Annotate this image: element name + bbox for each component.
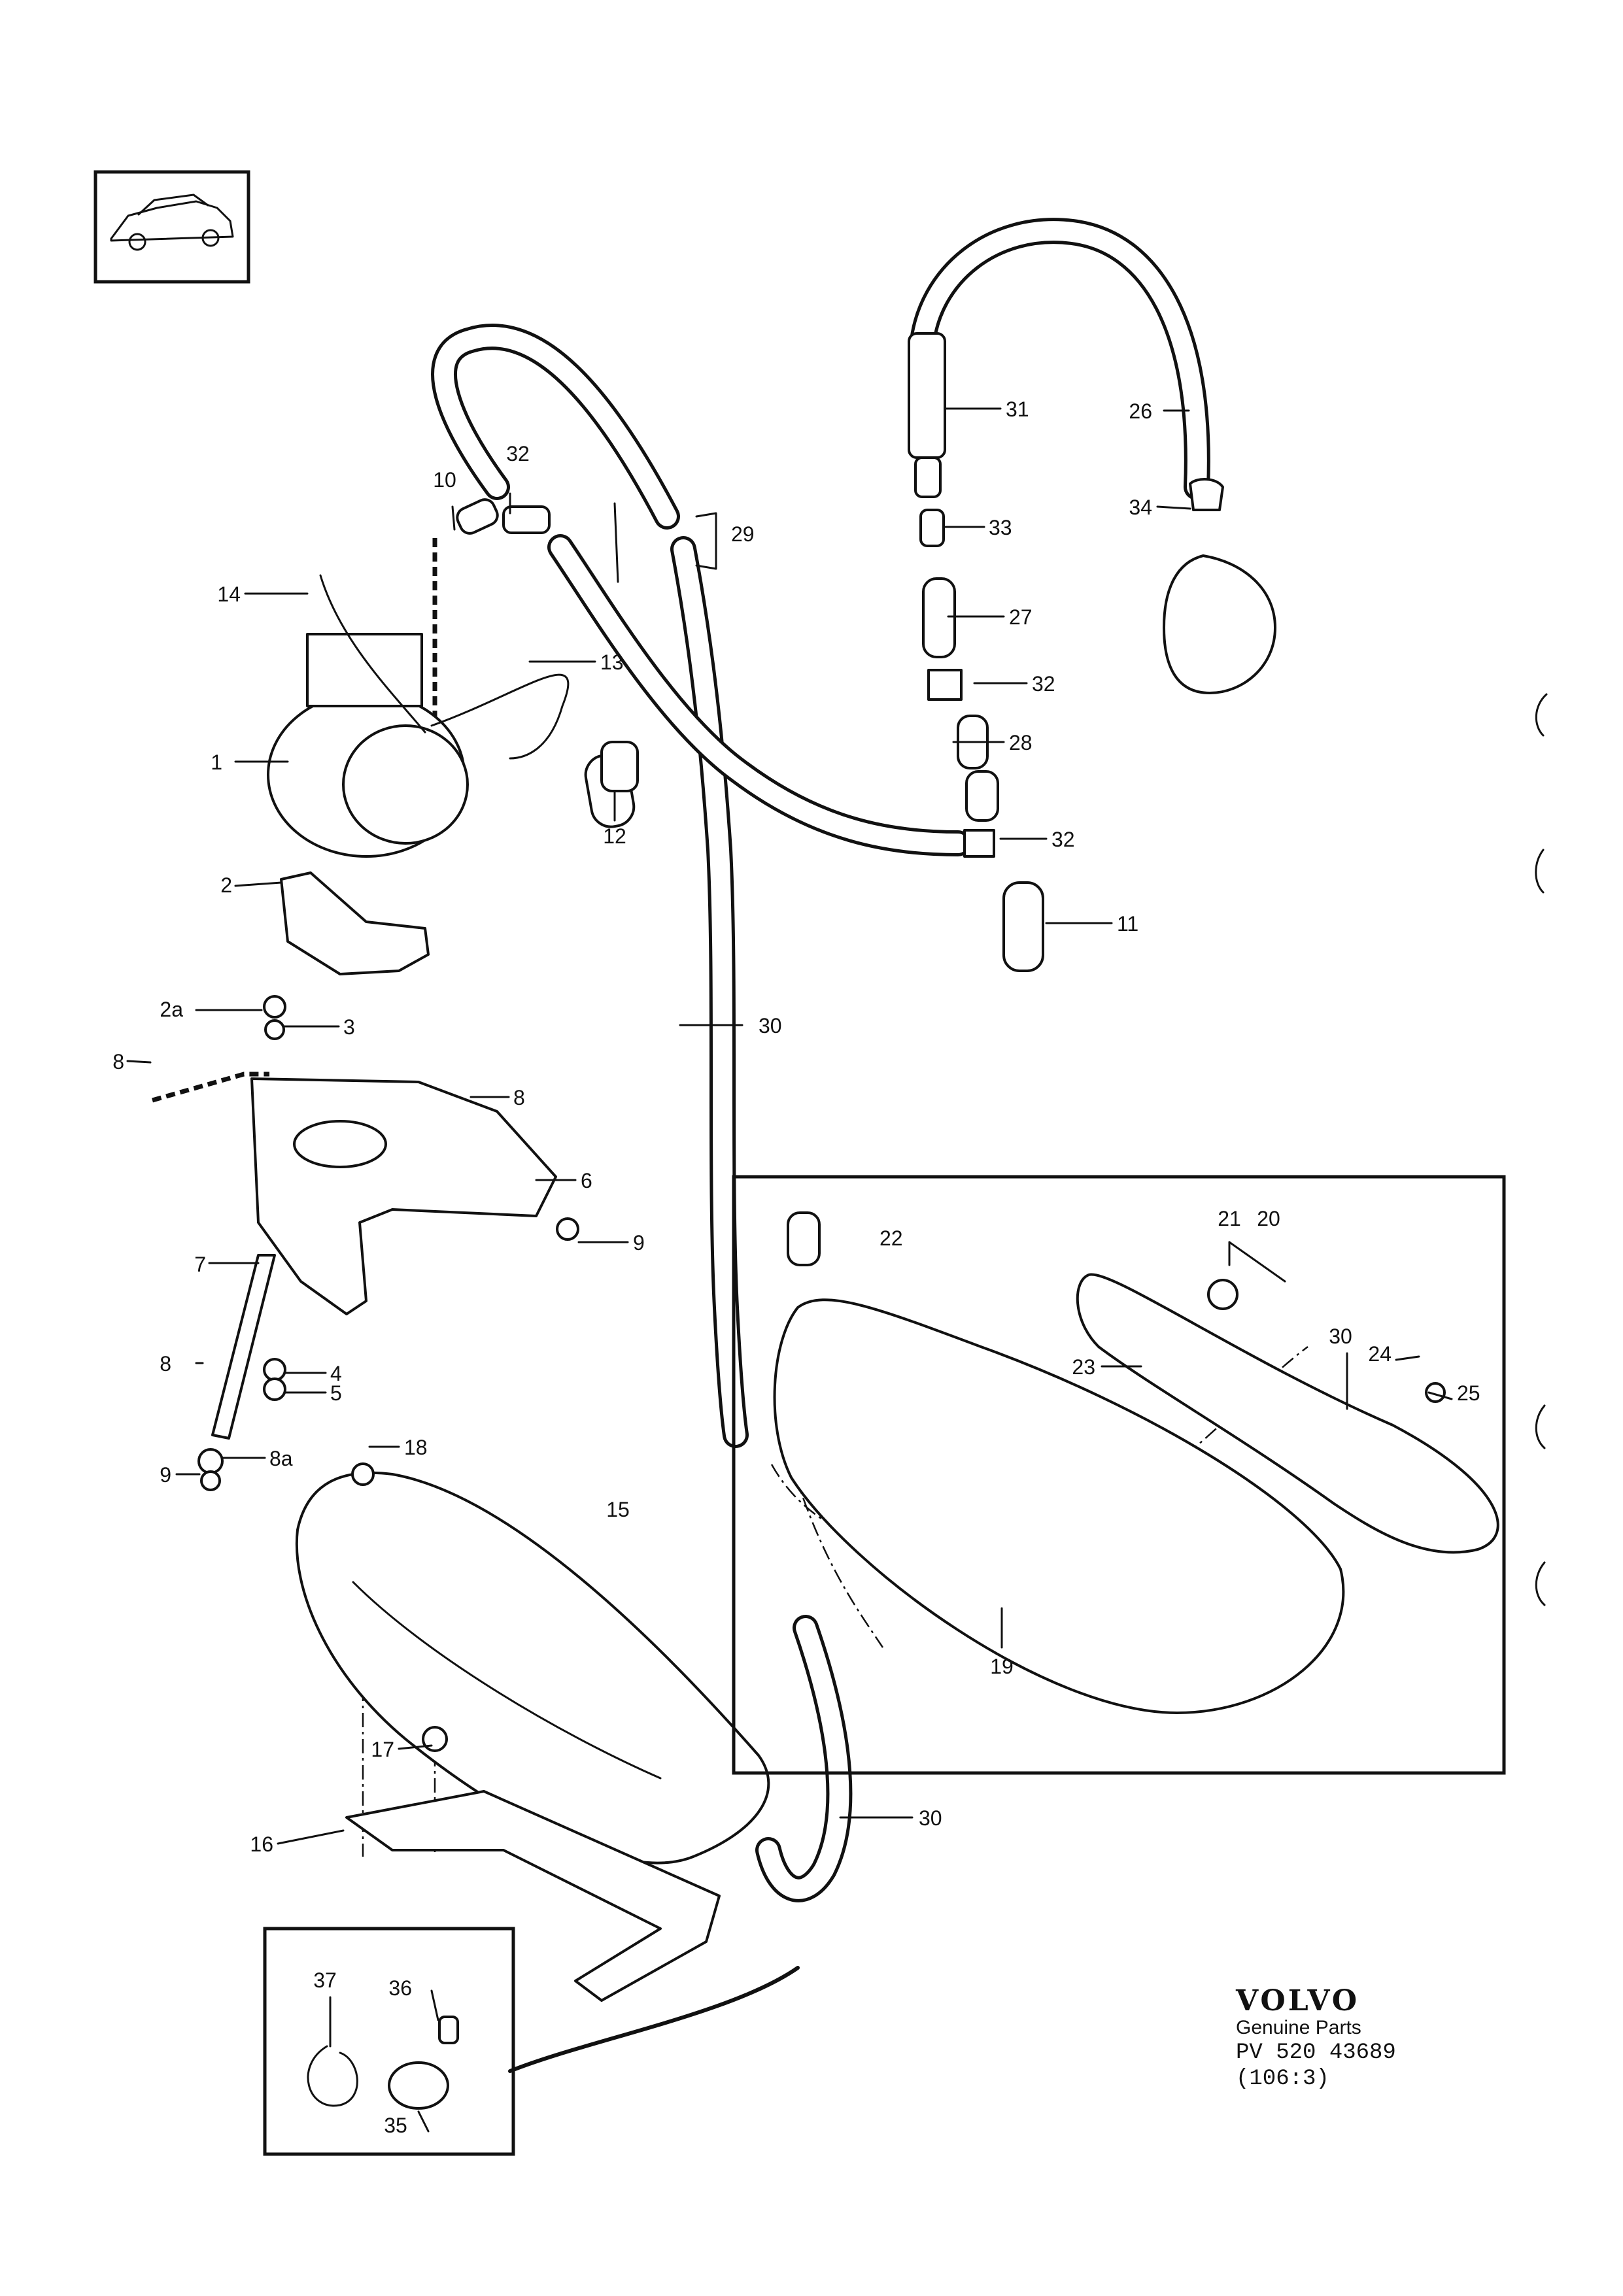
callout-10: 10 bbox=[433, 468, 456, 492]
callout-22: 22 bbox=[880, 1226, 903, 1250]
callout-17: 17 bbox=[371, 1738, 394, 1761]
brand-subtitle: Genuine Parts bbox=[1236, 2017, 1361, 2038]
callout-20: 20 bbox=[1257, 1207, 1280, 1230]
callout-32-mid: 32 bbox=[1032, 672, 1055, 696]
callout-16: 16 bbox=[250, 1832, 273, 1856]
callout-32-lower: 32 bbox=[1051, 828, 1075, 851]
callout-2a: 2a bbox=[160, 998, 183, 1021]
callout-3: 3 bbox=[343, 1015, 355, 1039]
callout-labels: 1 2 2a 3 4 5 6 7 8 8 8 8a 9 9 10 11 12 1… bbox=[112, 397, 1480, 2137]
callout-8-top: 8 bbox=[112, 1050, 124, 1073]
callout-2: 2 bbox=[220, 873, 232, 897]
clip-inset bbox=[263, 1927, 515, 2156]
callout-8a: 8a bbox=[269, 1447, 293, 1470]
callout-31: 31 bbox=[1006, 397, 1029, 421]
callout-30-inset: 30 bbox=[1329, 1325, 1352, 1348]
callout-12: 12 bbox=[603, 824, 626, 848]
lower-tank bbox=[295, 1462, 770, 2002]
callout-36: 36 bbox=[388, 1976, 412, 2000]
catalog-code: PV 520 43689 bbox=[1236, 2040, 1396, 2065]
upper-right-fittings bbox=[908, 332, 1276, 972]
vehicle-thumbnail bbox=[94, 170, 250, 284]
callout-1: 1 bbox=[211, 751, 222, 774]
callout-27: 27 bbox=[1009, 605, 1033, 629]
callout-30-lower: 30 bbox=[919, 1806, 942, 1830]
pump-assembly bbox=[267, 498, 636, 858]
leader-lines bbox=[126, 407, 1453, 2133]
callout-35: 35 bbox=[384, 2114, 407, 2137]
callout-11: 11 bbox=[1117, 912, 1138, 936]
brand-block: VOLVO Genuine Parts PV 520 43689 (106:3) bbox=[1236, 1986, 1471, 2092]
callout-37: 37 bbox=[313, 1968, 337, 1992]
callout-28: 28 bbox=[1009, 731, 1033, 754]
callout-8-right: 8 bbox=[513, 1086, 525, 1109]
callout-30-hose: 30 bbox=[759, 1014, 782, 1038]
callout-26: 26 bbox=[1129, 399, 1152, 423]
callout-15: 15 bbox=[606, 1498, 630, 1521]
callout-9-right: 9 bbox=[633, 1231, 645, 1255]
inset-tank-box bbox=[732, 1175, 1506, 1775]
hose-routing bbox=[431, 218, 1210, 2073]
callout-7: 7 bbox=[194, 1253, 206, 1276]
volvo-logo: VOLVO bbox=[1236, 1984, 1360, 2017]
callout-5: 5 bbox=[330, 1381, 342, 1405]
callout-25: 25 bbox=[1457, 1381, 1480, 1405]
callout-8-lower: 8 bbox=[160, 1352, 171, 1376]
callout-13: 13 bbox=[600, 650, 624, 674]
margin-marks bbox=[1535, 693, 1548, 1606]
callout-21: 21 bbox=[1218, 1207, 1241, 1230]
callout-23: 23 bbox=[1072, 1355, 1095, 1379]
callout-14: 14 bbox=[217, 582, 241, 606]
callout-4: 4 bbox=[330, 1362, 342, 1385]
callout-34: 34 bbox=[1129, 496, 1152, 519]
callout-19: 19 bbox=[990, 1655, 1014, 1678]
callout-33: 33 bbox=[989, 516, 1012, 539]
callout-29: 29 bbox=[731, 522, 755, 546]
callout-24: 24 bbox=[1368, 1342, 1392, 1366]
callout-18: 18 bbox=[404, 1436, 428, 1459]
callout-32-top: 32 bbox=[506, 442, 530, 465]
callout-9-lower: 9 bbox=[160, 1463, 171, 1487]
bracket-parts bbox=[197, 741, 639, 1491]
page-reference: (106:3) bbox=[1236, 2067, 1329, 2091]
callout-6: 6 bbox=[581, 1169, 592, 1192]
